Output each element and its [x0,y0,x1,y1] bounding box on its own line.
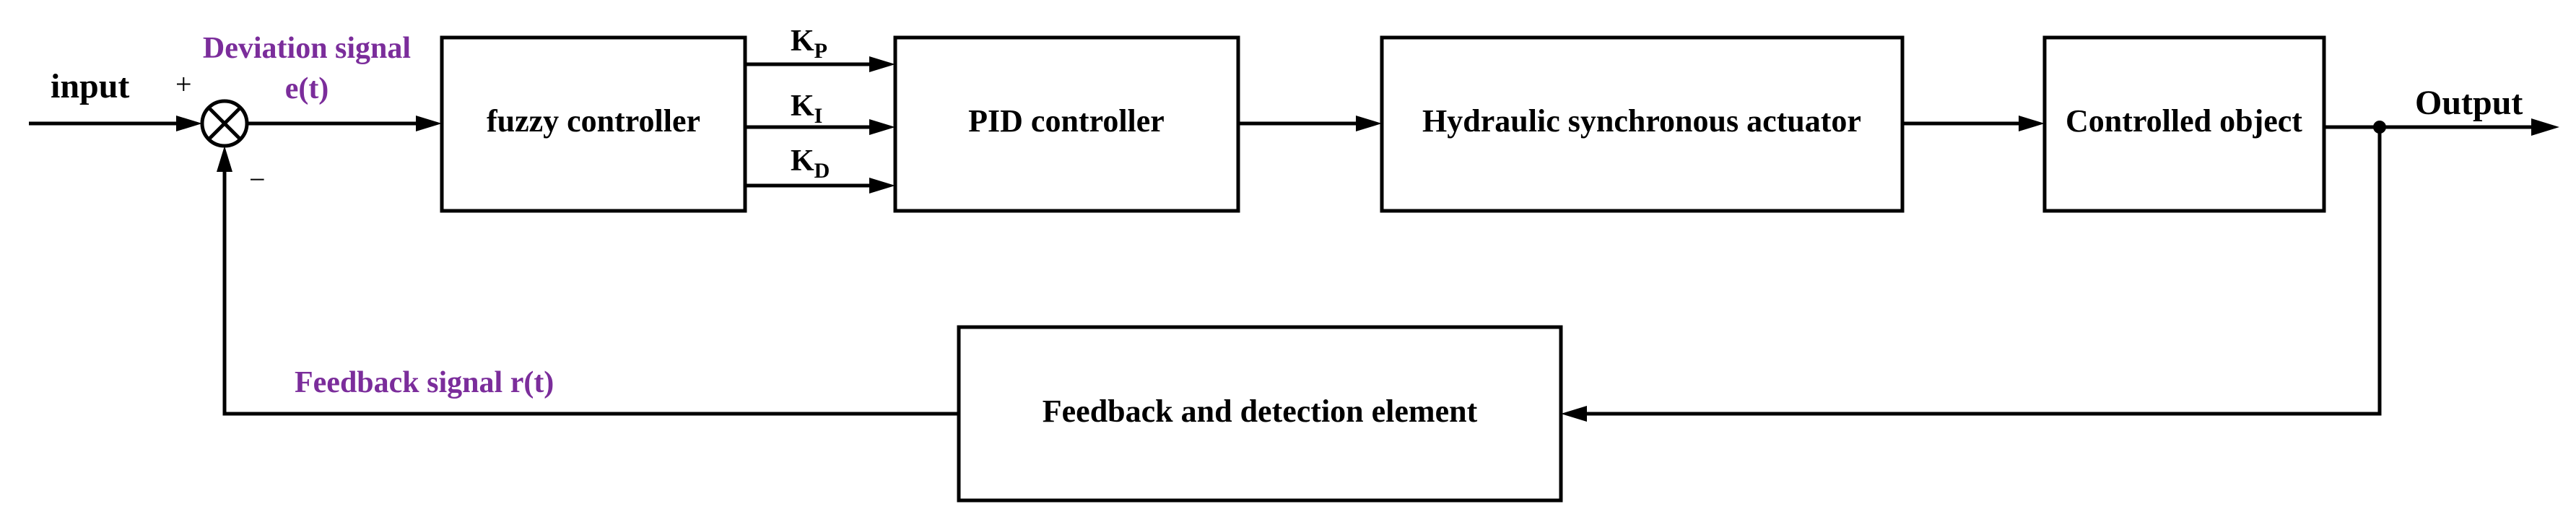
pid-controller-label: PID controller [968,103,1165,139]
pid-controller-block [893,35,1240,213]
feedback-detection-block [957,325,1563,503]
kd-label: KD [791,144,830,183]
feedback-to-junction-line [222,168,959,416]
input-label: input [51,67,129,105]
fuzzy-controller-label: fuzzy controller [487,103,700,139]
output-arrowhead [2531,118,2559,136]
plus-sign: + [175,68,192,100]
ki-arrowhead [869,119,895,135]
actuator-to-object-arrowhead [2019,116,2045,131]
minus-sign: − [249,163,266,196]
hydraulic-actuator-label: Hydraulic synchronous actuator [1422,103,1861,139]
summing-junction [200,99,249,148]
controlled-object-label: Controlled object [2066,103,2302,139]
ki-label: KI [791,90,822,128]
feedback-detection-label: Feedback and detection element [1043,394,1478,429]
deviation-signal-symbol: e(t) [285,72,329,105]
kp-arrowhead [869,56,895,72]
pid-to-actuator-arrowhead [1356,116,1382,131]
feedback-return-line [1581,127,2382,416]
fuzzy-controller-block [440,35,747,213]
input-arrowhead [176,116,202,131]
error-arrowhead [416,116,442,131]
feedback-to-junction-arrowhead [217,146,232,172]
deviation-signal-label: Deviation signal [203,32,411,65]
controlled-object-block [2042,35,2326,213]
output-label: Output [2415,84,2523,122]
kp-label: KP [791,25,827,63]
feedback-signal-label: Feedback signal r(t) [295,366,554,399]
feedback-arrowhead [1561,406,1587,422]
kd-arrowhead [869,178,895,194]
